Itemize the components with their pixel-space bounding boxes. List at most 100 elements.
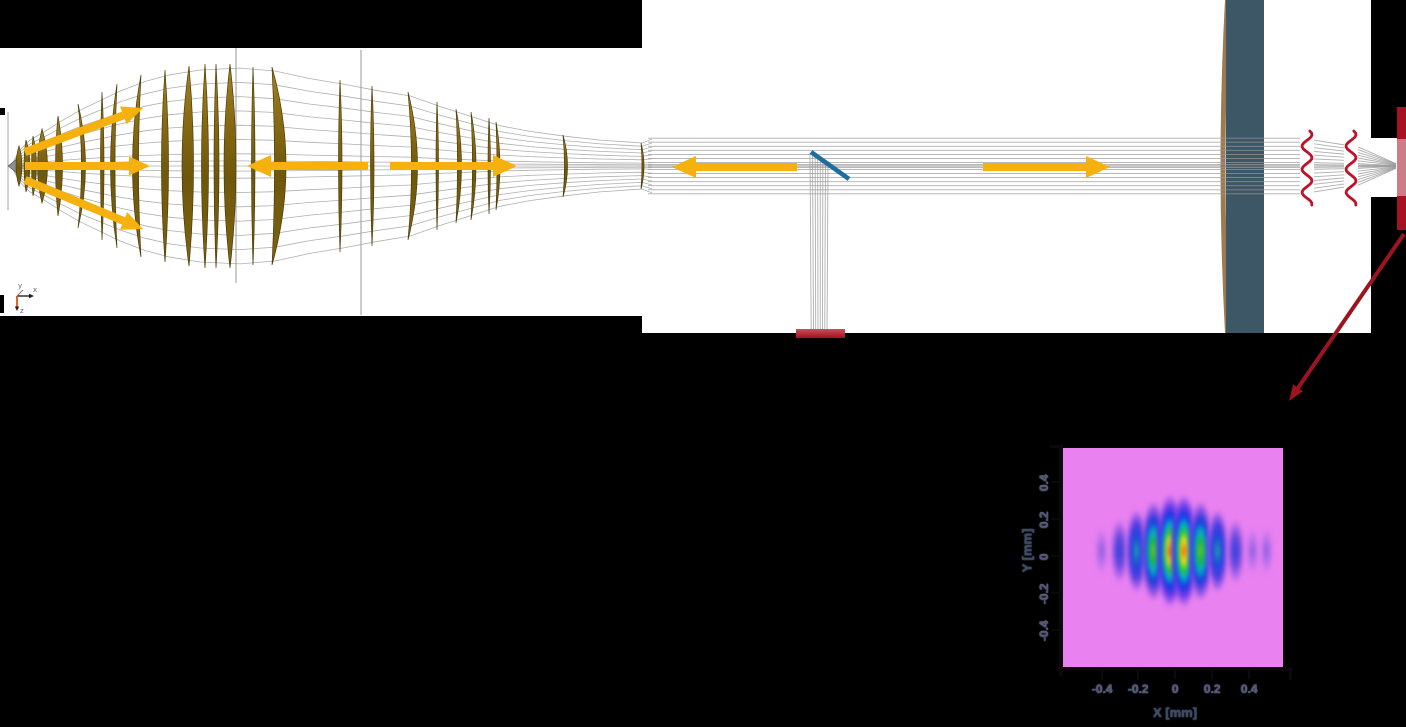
ray-line — [11, 167, 653, 265]
ray-line — [11, 167, 653, 251]
lens-element — [640, 142, 645, 190]
triad-z-arrowhead — [14, 306, 20, 311]
beam-direction-arrow — [23, 176, 126, 225]
ray-line — [1357, 166, 1397, 178]
lens-element — [15, 144, 23, 188]
plot-x-axis-line — [1057, 667, 1293, 671]
x-axis-end-tick — [1289, 671, 1292, 680]
edge-mark — [0, 295, 4, 313]
folded-ray-line — [809, 153, 812, 330]
fringe-blob — [1226, 516, 1246, 585]
triad-x-arrowhead — [29, 293, 34, 299]
ray-line — [1313, 171, 1345, 174]
triad-x-label: x — [33, 286, 37, 294]
ray-line — [1357, 163, 1397, 167]
ray-line — [1357, 157, 1397, 166]
x-tick-label: -0.2 — [1127, 682, 1149, 696]
y-tick-mark — [1051, 629, 1059, 631]
right-detector-illuminated — [1397, 139, 1406, 196]
ray-line — [1313, 150, 1345, 155]
fringe-blob — [1244, 524, 1260, 577]
triad-y-axis — [16, 289, 24, 297]
y-tick-label: -0.4 — [1037, 620, 1051, 642]
ray-line — [1313, 174, 1345, 178]
ray-line — [1313, 154, 1345, 158]
y-axis-end-tick — [1050, 445, 1059, 448]
y-tick-mark — [1051, 481, 1059, 483]
x-tick-mark — [1174, 671, 1176, 679]
folded-ray-line — [826, 165, 829, 330]
ray-line — [1357, 165, 1397, 169]
lens-element — [370, 85, 375, 247]
beam-direction-arrow-head — [129, 156, 150, 176]
ray-line — [1313, 180, 1345, 185]
ray-line — [1313, 183, 1345, 189]
lens-element — [161, 69, 169, 263]
beam-direction-arrow-head — [119, 212, 143, 230]
x-tick-label: 0.4 — [1240, 682, 1258, 696]
ray-line — [1313, 158, 1345, 161]
lens-element — [181, 65, 194, 267]
beam-direction-arrow-head — [672, 156, 696, 178]
y-tick-label: 0.4 — [1037, 474, 1051, 492]
folded-ray-line — [824, 164, 826, 330]
beam-direction-arrow-head — [493, 155, 517, 177]
ray-line — [1357, 167, 1397, 183]
ray-line — [1313, 168, 1345, 170]
ray-line — [1313, 143, 1345, 149]
x-tick-label: -0.4 — [1091, 682, 1113, 696]
beam-direction-arrow-head — [247, 155, 271, 177]
ray-line — [1357, 167, 1397, 186]
ray-line — [1313, 147, 1345, 152]
edge-mark — [0, 108, 5, 115]
ray-line — [1357, 166, 1397, 172]
triad-z-label: z — [20, 307, 24, 315]
folded-ray-line — [814, 156, 817, 330]
y-tick-label: 0.2 — [1037, 511, 1051, 529]
fringe-blob — [1205, 506, 1229, 595]
fold-detector — [796, 329, 845, 338]
ray-line — [1357, 160, 1397, 166]
x-tick-mark — [1137, 671, 1139, 679]
ray-line — [11, 124, 653, 166]
plot-area — [1063, 448, 1283, 667]
folded-ray-line — [812, 155, 814, 330]
triad-y-label: y — [18, 282, 22, 290]
wave-break-squiggle — [1344, 129, 1358, 207]
ray-line — [1357, 146, 1397, 165]
x-tick-label: 0.2 — [1203, 682, 1221, 696]
fringe-blob — [1110, 516, 1130, 585]
y-tick-label: 0 — [1037, 553, 1051, 561]
fringe-blob — [1094, 524, 1109, 577]
plot-y-axis-line — [1059, 445, 1063, 676]
ray-line — [1313, 177, 1345, 182]
wave-break-squiggle — [1300, 129, 1314, 207]
beam-direction-arrow-head — [1086, 156, 1110, 178]
y-tick-mark — [1051, 555, 1059, 557]
lens-element — [562, 134, 568, 198]
beamsplitter-mirror — [809, 150, 851, 181]
x-tick-mark — [1248, 671, 1250, 679]
annotation-arrow-head — [1289, 384, 1304, 401]
ray-line — [11, 67, 653, 165]
y-tick-label: -0.2 — [1037, 583, 1051, 605]
x-axis-title: X [mm] — [1152, 705, 1198, 720]
beam-direction-arrow — [23, 111, 125, 156]
ray-line — [11, 166, 653, 208]
ray-line — [1357, 151, 1397, 165]
lens-element — [223, 63, 237, 269]
y-tick-mark — [1051, 592, 1059, 594]
lens-element — [213, 63, 220, 269]
y-tick-mark — [1051, 518, 1059, 520]
fringe-blob — [1259, 524, 1275, 577]
lens-element — [201, 63, 209, 269]
x-tick-label: 0 — [1171, 682, 1179, 696]
ray-line — [1313, 162, 1345, 164]
x-tick-mark — [1101, 671, 1103, 679]
ray-line — [1313, 186, 1345, 193]
ray-line — [1357, 149, 1397, 165]
beam-direction-arrow-head — [120, 106, 143, 125]
